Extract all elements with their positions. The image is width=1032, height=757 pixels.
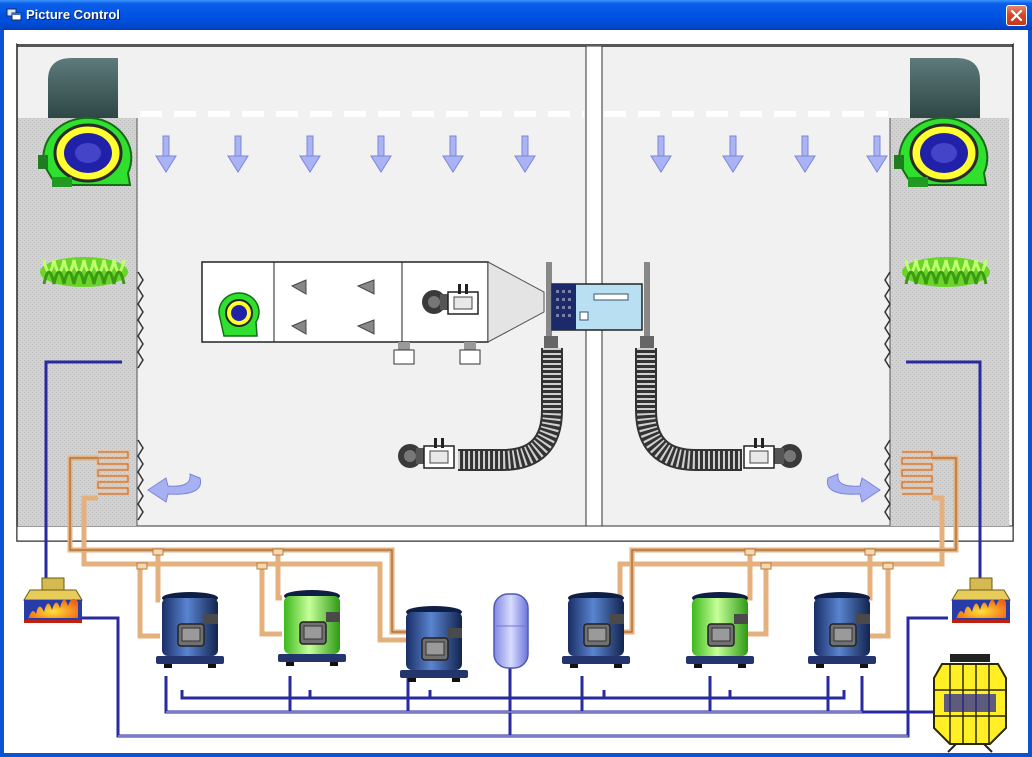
pipe-junction: [760, 562, 772, 570]
right-return-arrow-icon: [826, 473, 881, 503]
title-bar[interactable]: Picture Control: [0, 0, 1032, 30]
pipe-junction: [256, 562, 268, 570]
compressor-icon-c5[interactable]: [685, 591, 755, 669]
right-heating-coil-icon[interactable]: [900, 255, 992, 289]
pipe-junction: [864, 548, 876, 556]
compressor-icon-c1[interactable]: [155, 591, 225, 669]
picture-control-canvas: [4, 30, 1028, 753]
close-button[interactable]: [1006, 5, 1027, 26]
air-handling-unit[interactable]: [201, 261, 545, 365]
pipe-junction: [744, 548, 756, 556]
pipe-junction: [272, 548, 284, 556]
window-title: Picture Control: [26, 7, 120, 22]
close-icon: [1010, 9, 1023, 22]
left-heating-coil-icon[interactable]: [38, 255, 130, 289]
flex-hoses: [398, 348, 802, 471]
pipe-junction: [136, 562, 148, 570]
ac-control-unit-icon[interactable]: [544, 262, 654, 348]
compressor-icon-c6[interactable]: [807, 591, 877, 669]
right-supply-duct: [910, 58, 980, 118]
compressor-icon-c2[interactable]: [277, 589, 347, 667]
compressor-icon-c4[interactable]: [561, 591, 631, 669]
compressor-icon-c3[interactable]: [399, 605, 469, 683]
application-window-icon: [6, 8, 22, 21]
left-return-arrow-icon: [147, 473, 202, 503]
pipe-junction: [882, 562, 894, 570]
hvac-schematic: [4, 30, 1028, 753]
left-supply-duct: [48, 58, 118, 118]
receiver-tank-icon[interactable]: [493, 593, 529, 669]
pipe-junction: [152, 548, 164, 556]
cooling-tower-icon[interactable]: [933, 654, 1007, 753]
ahu-fan-icon: [217, 292, 260, 337]
